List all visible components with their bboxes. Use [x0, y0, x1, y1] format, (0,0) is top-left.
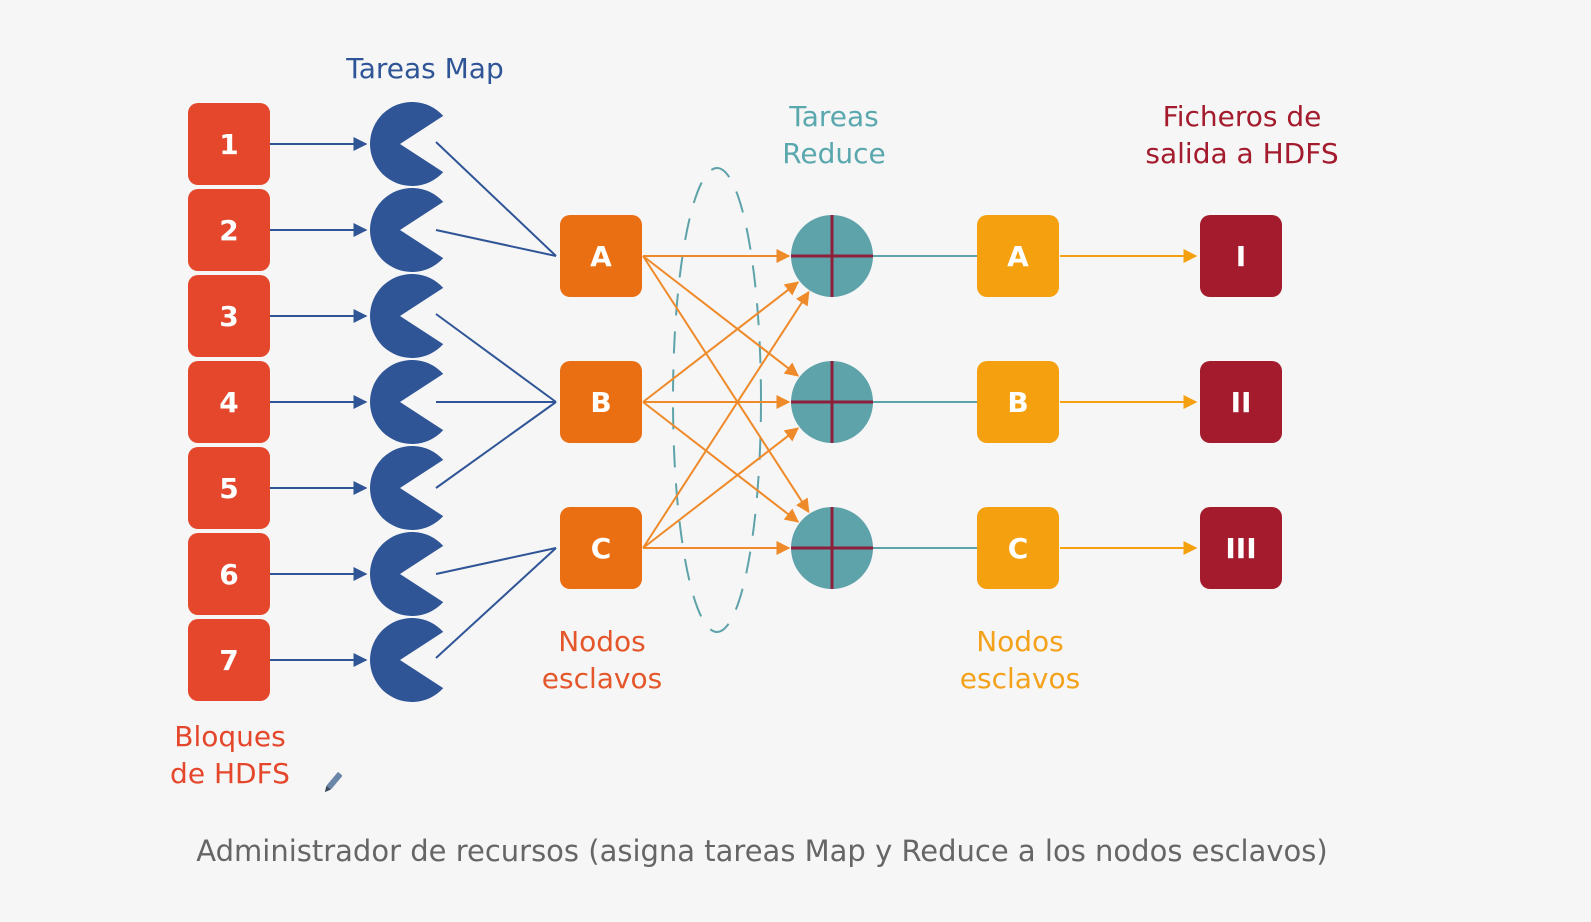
tareas-map-label: Tareas Map — [346, 52, 504, 85]
shuffle-arrow-2-3 — [642, 401, 800, 523]
block-7: 7 — [188, 619, 270, 701]
nodos-esclavos-reduce-line1: Nodos — [976, 625, 1064, 658]
shuffle-arrow-2-1 — [642, 281, 800, 403]
map-node-b-label: B — [590, 385, 612, 419]
output-file-2: II — [1200, 361, 1282, 443]
block-1-label: 1 — [219, 127, 239, 161]
block-3: 3 — [188, 275, 270, 357]
map-task-pacman-icon-7 — [370, 618, 444, 702]
output-file-1: I — [1200, 215, 1282, 297]
map-task-link-7 — [435, 547, 557, 659]
block-5-label: 5 — [219, 471, 239, 505]
output-file-3-label: III — [1225, 531, 1257, 565]
tareas-reduce-label-line1: Tareas — [789, 100, 879, 133]
reduce-node-b-label: B — [1007, 385, 1029, 419]
bloques-hdfs-line1: Bloques — [174, 720, 286, 753]
shuffle-arrow-3-2 — [642, 427, 800, 549]
tareas-reduce-label: Tareas Reduce — [734, 98, 934, 172]
map-task-link-3 — [435, 313, 557, 403]
ficheros-salida-label: Ficheros de salida a HDFS — [1112, 98, 1372, 172]
block-4-label: 4 — [219, 385, 239, 419]
map-task-pacman-icon-6 — [370, 532, 444, 616]
map-node-a: A — [560, 215, 642, 297]
pen-cursor-icon — [324, 772, 343, 793]
map-task-link-1 — [435, 141, 557, 257]
map-node-a-label: A — [590, 239, 612, 273]
block-2: 2 — [188, 189, 270, 271]
shuffle-arrow-1-3 — [642, 255, 810, 514]
shuffle-arrow-3-1 — [642, 290, 810, 549]
reduce-task-circle-cross-icon-3 — [791, 507, 873, 589]
nodos-esclavos-reduce-label: Nodos esclavos — [940, 623, 1100, 697]
reduce-node-a: A — [977, 215, 1059, 297]
block-7-label: 7 — [219, 643, 239, 677]
map-task-link-2 — [435, 229, 557, 257]
block-6: 6 — [188, 533, 270, 615]
nodos-esclavos-map-line1: Nodos — [558, 625, 646, 658]
reduce-node-b: B — [977, 361, 1059, 443]
map-task-pacman-icon-5 — [370, 446, 444, 530]
reduce-task-circle-cross-icon-1 — [791, 215, 873, 297]
map-task-pacman-icon-4 — [370, 360, 444, 444]
bloques-hdfs-label: Bloques de HDFS — [150, 718, 310, 792]
map-task-pacman-icon-3 — [370, 274, 444, 358]
nodos-esclavos-reduce-line2: esclavos — [959, 662, 1081, 695]
block-6-label: 6 — [219, 557, 239, 591]
shuffle-dashed-ellipse — [672, 167, 762, 633]
map-task-pacman-icon-2 — [370, 188, 444, 272]
map-node-c-label: C — [590, 531, 612, 565]
block-3-label: 3 — [219, 299, 239, 333]
bloques-hdfs-line2: de HDFS — [170, 757, 290, 790]
output-file-3: III — [1200, 507, 1282, 589]
output-file-1-label: I — [1235, 239, 1247, 273]
reduce-node-c-label: C — [1007, 531, 1029, 565]
block-5: 5 — [188, 447, 270, 529]
shuffle-arrow-1-2 — [642, 255, 800, 377]
block-2-label: 2 — [219, 213, 239, 247]
map-task-pacman-icon-1 — [370, 101, 444, 186]
tareas-reduce-label-line2: Reduce — [782, 137, 886, 170]
output-file-2-label: II — [1230, 385, 1252, 419]
nodos-esclavos-map-line2: esclavos — [541, 662, 663, 695]
nodos-esclavos-map-label: Nodos esclavos — [522, 623, 682, 697]
map-node-c: C — [560, 507, 642, 589]
map-task-link-5 — [435, 401, 557, 489]
reduce-node-c: C — [977, 507, 1059, 589]
block-4: 4 — [188, 361, 270, 443]
caption: Administrador de recursos (asigna tareas… — [196, 834, 1328, 868]
block-1: 1 — [188, 103, 270, 185]
ficheros-salida-label-line2: salida a HDFS — [1145, 137, 1339, 170]
map-task-link-6 — [435, 547, 557, 575]
reduce-task-circle-cross-icon-2 — [791, 361, 873, 443]
map-node-b: B — [560, 361, 642, 443]
ficheros-salida-label-line1: Ficheros de — [1162, 100, 1322, 133]
reduce-node-a-label: A — [1007, 239, 1029, 273]
